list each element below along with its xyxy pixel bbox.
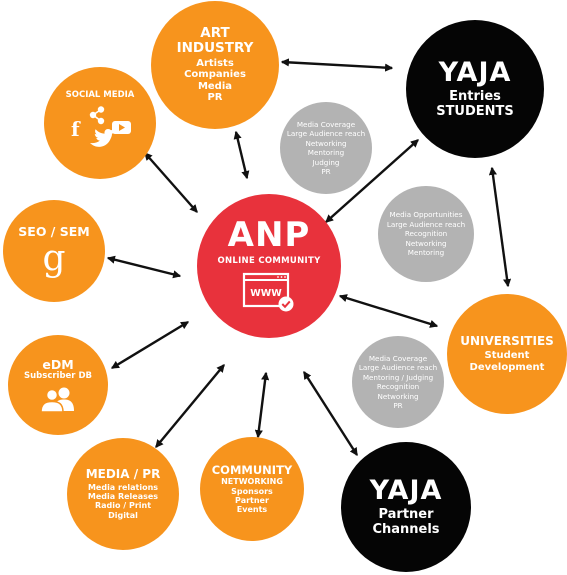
media-pr-title: MEDIA / PR [85, 467, 161, 482]
anp-center-node: ANP ONLINE COMMUNITY WWW [197, 194, 341, 338]
media-pr-item: Digital [108, 510, 138, 520]
connector-arrow [155, 364, 225, 448]
connector-arrow [488, 166, 512, 288]
yaja-entries-title: YAJA [438, 56, 512, 88]
seo-sem-title: SEO / SEM [18, 224, 90, 240]
benefit-item: Mentoring [407, 248, 445, 258]
yaja-entries-sub1: Entries [449, 88, 501, 104]
benefit-item: PR [393, 401, 403, 410]
benefit-item: Networking [405, 238, 447, 248]
youtube-icon [112, 120, 131, 134]
benefit-item: Media Opportunities [389, 210, 463, 220]
yaja-entries-node: YAJA Entries STUDENTS [406, 20, 544, 158]
benefit-item: Large Audience reach [286, 129, 366, 138]
svg-text:f: f [71, 117, 81, 141]
media-pr-item: Media relations [87, 483, 159, 493]
benefit-item: Large Audience reach [386, 219, 466, 229]
benefit-item: Judging [312, 157, 340, 167]
media-pr-item: Radio / Print [94, 501, 152, 511]
benefit-item: Large Audience reach [358, 363, 438, 372]
twitter-icon [90, 128, 115, 147]
community-item: Events [236, 504, 268, 514]
social-media-title: SOCIAL MEDIA [65, 90, 135, 101]
edm-node: eDM Subscriber DB [8, 335, 108, 435]
benefit-item: Recognition [404, 229, 448, 239]
art-industry-item: Artists [196, 57, 234, 69]
art-industry-item: PR [207, 92, 223, 104]
art-industry-title-line1: ART [200, 25, 230, 42]
benefit-item: Mentoring / Judging [362, 372, 434, 382]
edm-title: eDM [42, 357, 74, 373]
yaja-entries-sub2: STUDENTS [436, 103, 514, 119]
benefit-item: Networking [305, 138, 347, 148]
media-pr-item: Media Releases [87, 492, 159, 502]
anp-title: ANP [227, 215, 311, 255]
connector-arrow [233, 130, 250, 180]
yaja-partner-sub1: Partner [378, 506, 434, 522]
connector-arrow [280, 58, 394, 72]
social-media-node: SOCIAL MEDIA f [44, 67, 156, 179]
community-item: NETWORKING [221, 477, 283, 487]
connector-arrow [106, 255, 182, 279]
community-item: Partner [235, 495, 269, 505]
seo-sem-node: SEO / SEM g [3, 200, 105, 302]
connector-arrow [254, 371, 270, 439]
users-icon [40, 387, 74, 412]
benefit-item: Networking [377, 391, 419, 401]
benefit-item: Recognition [376, 382, 420, 391]
benefit-item: Media Coverage [296, 119, 356, 129]
google-icon: g [42, 237, 66, 279]
yaja-partner-title: YAJA [369, 474, 443, 506]
benefit-item: Mentoring [307, 148, 345, 157]
universities-sub1: Student [484, 350, 530, 362]
yaja-partner-node: YAJA Partner Channels [341, 442, 471, 572]
connector-arrow [144, 152, 198, 213]
share-icon [89, 105, 105, 124]
community-title: COMMUNITY [211, 462, 293, 477]
universities-sub2: Development [469, 361, 545, 373]
connector-arrow [338, 294, 439, 328]
connector-arrow [325, 139, 419, 223]
benefit-item: PR [321, 167, 331, 176]
connector-arrow [302, 370, 359, 457]
social-icons-group: f [71, 105, 131, 147]
edm-subtitle: Subscriber DB [24, 370, 92, 381]
facebook-icon: f [71, 117, 81, 141]
universities-title: UNIVERSITIES [460, 333, 554, 348]
anp-subtitle: ONLINE COMMUNITY [217, 256, 321, 266]
art-industry-title-line2: INDUSTRY [176, 40, 254, 56]
universities-node: UNIVERSITIES Student Development [447, 294, 567, 414]
benefit-item: Media Coverage [368, 353, 428, 363]
yaja-partner-sub2: Channels [372, 521, 440, 537]
website-check-icon: WWW [242, 272, 294, 312]
connector-arrow [110, 320, 190, 370]
community-item: Sponsors [231, 486, 273, 496]
art-industry-item: Companies [184, 69, 246, 81]
art-industry-item: Media [197, 80, 233, 92]
website-icon-label: WWW [250, 288, 282, 299]
